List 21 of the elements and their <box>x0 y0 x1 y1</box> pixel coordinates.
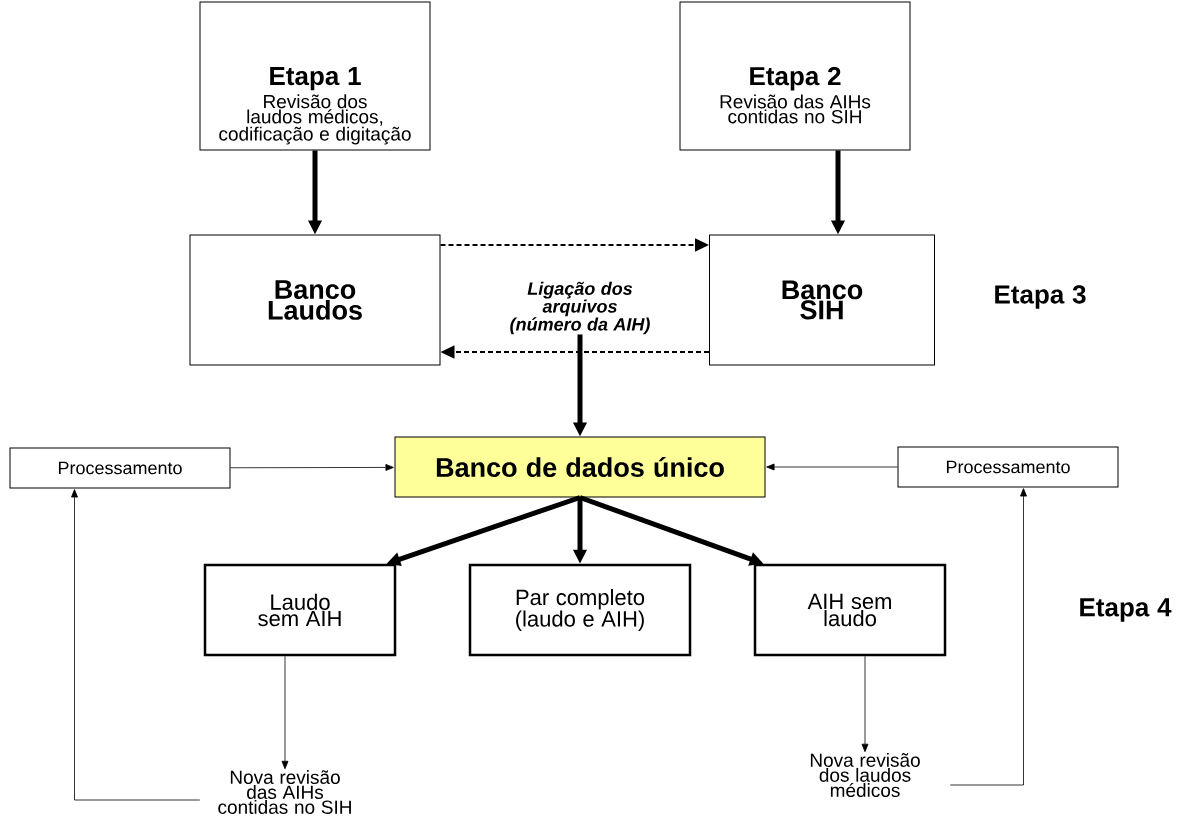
process-box: Etapa 2 Revisão das AIHs contidas no SIH <box>679 1 911 151</box>
process-box: Etapa 1 Revisão dos laudos médicos, codificação e digitação <box>199 1 431 151</box>
result-box: Par completo (laudo e AIH) <box>468 563 692 657</box>
result-box: Laudo sem AIH <box>203 563 397 657</box>
arrow <box>949 488 1027 786</box>
note-text: Nova revisão das AIHs contidas no SIH <box>218 770 351 814</box>
stage-label: Etapa 4 <box>1080 598 1172 622</box>
stage-label: Etapa 3 <box>995 285 1086 309</box>
database-box: Banco Laudos <box>189 234 441 366</box>
database-box: Banco de dados único <box>394 436 766 498</box>
arrow <box>766 463 898 471</box>
arrow <box>230 464 394 471</box>
annotation-text: Ligação dos arquivos (número da AIH) <box>510 281 650 335</box>
arrow <box>71 489 201 801</box>
arrow <box>861 655 869 753</box>
note-text: Nova revisão dos laudos médicos <box>810 752 920 798</box>
result-box: AIH sem laudo <box>753 563 947 657</box>
database-box: Banco SIH <box>709 234 935 366</box>
process-box: Processamento <box>897 446 1119 488</box>
arrow <box>281 655 289 770</box>
process-box: Processamento <box>9 447 231 489</box>
